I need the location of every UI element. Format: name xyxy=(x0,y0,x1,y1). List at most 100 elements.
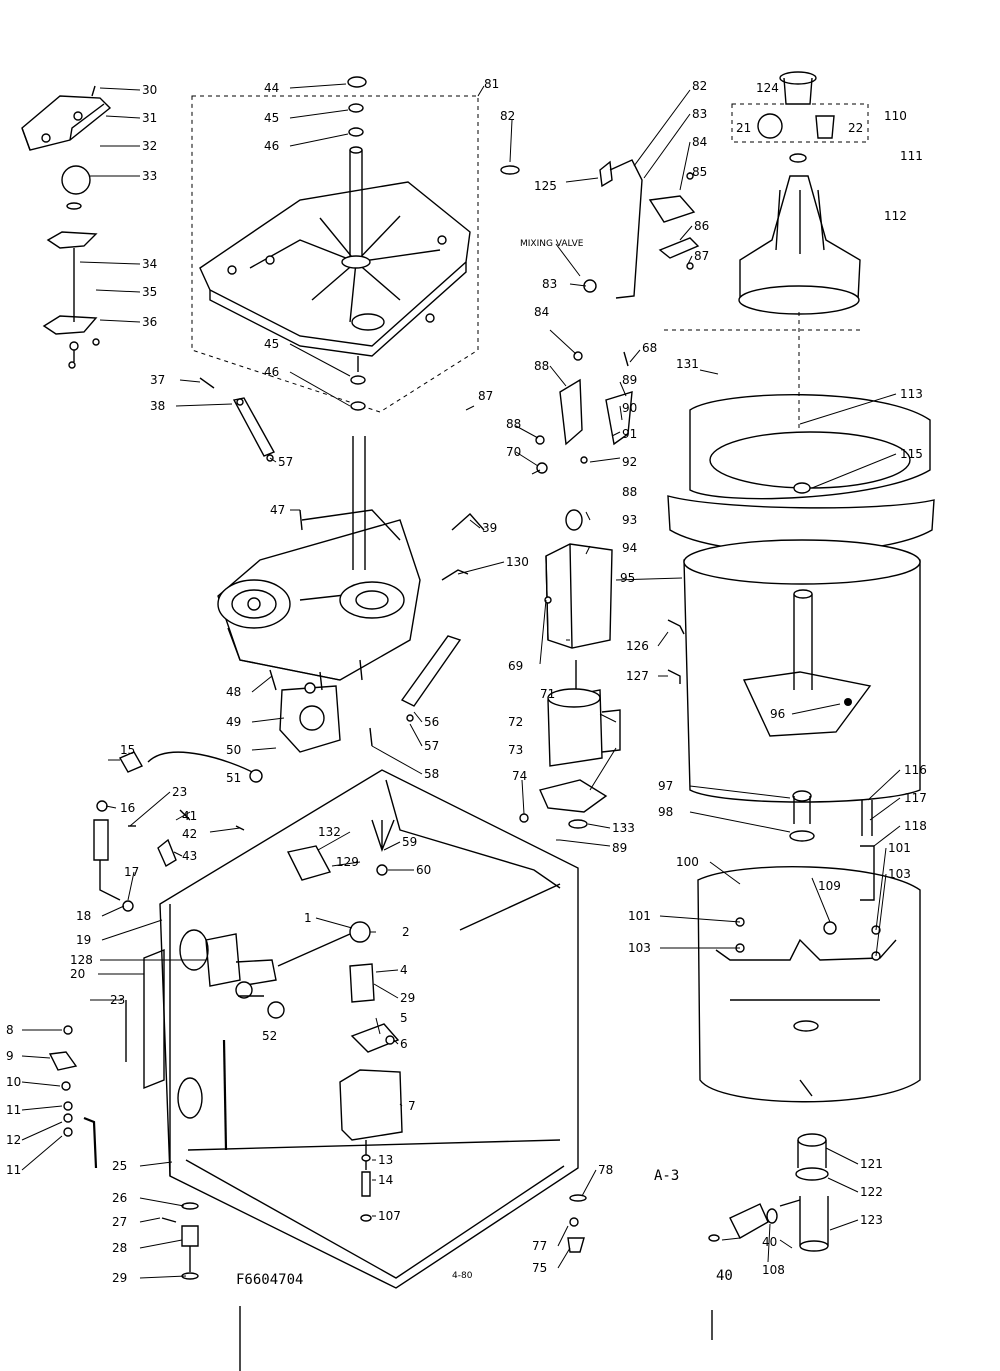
callout-56: 56 xyxy=(424,715,439,729)
callout-111: 111 xyxy=(900,149,923,163)
linkage-parts xyxy=(199,377,485,747)
callout-72: 72 xyxy=(508,715,523,729)
callout-94: 94 xyxy=(622,541,637,555)
callout-40b: 40 xyxy=(716,1268,733,1284)
callout-59: 59 xyxy=(402,835,417,849)
callout-77: 77 xyxy=(532,1239,547,1253)
drain-assembly xyxy=(708,1133,829,1252)
callout-71: 71 xyxy=(540,687,555,701)
callout-128: 128 xyxy=(70,953,93,967)
callout-52: 52 xyxy=(262,1029,277,1043)
callout-47: 47 xyxy=(270,503,285,517)
small-hardware xyxy=(48,1025,98,1169)
callout-89a: 89 xyxy=(622,373,637,387)
callout-118: 118 xyxy=(904,819,927,833)
callout-103b: 103 xyxy=(888,867,911,881)
callout-84a: 84 xyxy=(692,135,707,149)
callout-16a: 16 xyxy=(120,801,135,815)
callout-23b: 23 xyxy=(110,993,125,1007)
callout-98: 98 xyxy=(658,805,673,819)
callout-92: 92 xyxy=(622,455,637,469)
callout-103a: 103 xyxy=(628,941,651,955)
callout-29: 29 xyxy=(400,991,415,1005)
callout-75: 75 xyxy=(532,1261,547,1275)
callout-97: 97 xyxy=(658,779,673,793)
callout-43: 43 xyxy=(182,849,197,863)
callout-74: 74 xyxy=(512,769,527,783)
agitator-assembly xyxy=(731,71,869,315)
callout-17: 17 xyxy=(124,865,139,879)
callout-2: 2 xyxy=(402,925,410,939)
callout-15: 15 xyxy=(120,743,135,757)
callout-113: 113 xyxy=(900,387,923,401)
callout-132: 132 xyxy=(318,825,341,839)
motor-pump-assembly xyxy=(519,159,700,829)
callout-83b: 83 xyxy=(542,277,557,291)
callout-42: 42 xyxy=(182,827,197,841)
callout-11a: 11 xyxy=(6,1103,21,1117)
callout-1: 1 xyxy=(304,911,312,925)
callout-7: 7 xyxy=(408,1099,416,1113)
callout-27: 27 xyxy=(112,1215,127,1229)
callout-101b: 101 xyxy=(888,841,911,855)
callout-85: 85 xyxy=(692,165,707,179)
callout-88c: 88 xyxy=(622,485,637,499)
callout-38: 38 xyxy=(150,399,165,413)
callout-18: 18 xyxy=(76,909,91,923)
callout-83a: 83 xyxy=(692,107,707,121)
callout-87b: 87 xyxy=(478,389,493,403)
callout-123: 123 xyxy=(860,1213,883,1227)
callout-34: 34 xyxy=(142,257,157,271)
callout-91: 91 xyxy=(622,427,637,441)
callout-21: 21 xyxy=(736,121,751,135)
callout-86: 86 xyxy=(694,219,709,233)
callout-57a: 57 xyxy=(278,455,293,469)
callout-82a: 82 xyxy=(500,109,515,123)
hose-fittings xyxy=(93,751,285,1062)
callout-107: 107 xyxy=(378,1209,401,1223)
callout-117: 117 xyxy=(904,791,927,805)
callout-90: 90 xyxy=(622,401,637,415)
callout-25: 25 xyxy=(112,1159,127,1173)
callout-4: 4 xyxy=(400,963,408,977)
callout-125: 125 xyxy=(534,179,557,193)
callout-88a: 88 xyxy=(534,359,549,373)
mixing-valve-label: MIXING VALVE xyxy=(520,239,584,249)
transmission-assembly xyxy=(217,436,421,753)
callout-73: 73 xyxy=(508,743,523,757)
callout-89b: 89 xyxy=(612,841,627,855)
callout-82b: 82 xyxy=(692,79,707,93)
callout-35: 35 xyxy=(142,285,157,299)
callout-112: 112 xyxy=(884,209,907,223)
callout-9: 9 xyxy=(6,1049,14,1063)
callout-32: 32 xyxy=(142,139,157,153)
callout-130: 130 xyxy=(506,555,529,569)
callout-6: 6 xyxy=(400,1037,408,1051)
callout-46b: 46 xyxy=(264,365,279,379)
callout-116: 116 xyxy=(904,763,927,777)
callout-10: 10 xyxy=(6,1075,21,1089)
callout-46a: 46 xyxy=(264,139,279,153)
callout-121: 121 xyxy=(860,1157,883,1171)
callout-69: 69 xyxy=(508,659,523,673)
callout-22: 22 xyxy=(848,121,863,135)
callout-109: 109 xyxy=(818,879,841,893)
callout-57b: 57 xyxy=(424,739,439,753)
callout-93: 93 xyxy=(622,513,637,527)
callout-88b: 88 xyxy=(506,417,521,431)
callout-58: 58 xyxy=(424,767,439,781)
callout-39: 39 xyxy=(482,521,497,535)
callout-126: 126 xyxy=(626,639,649,653)
callout-84b: 84 xyxy=(534,305,549,319)
leveling-feet xyxy=(161,1194,713,1371)
cabinet xyxy=(143,769,579,1289)
callout-14: 14 xyxy=(378,1173,393,1187)
callout-129: 129 xyxy=(336,855,359,869)
callout-28: 28 xyxy=(112,1241,127,1255)
callout-60: 60 xyxy=(416,863,431,877)
callout-36: 36 xyxy=(142,315,157,329)
callout-45a: 45 xyxy=(264,111,279,125)
callout-51: 51 xyxy=(226,771,241,785)
callout-11b: 11 xyxy=(6,1163,21,1177)
